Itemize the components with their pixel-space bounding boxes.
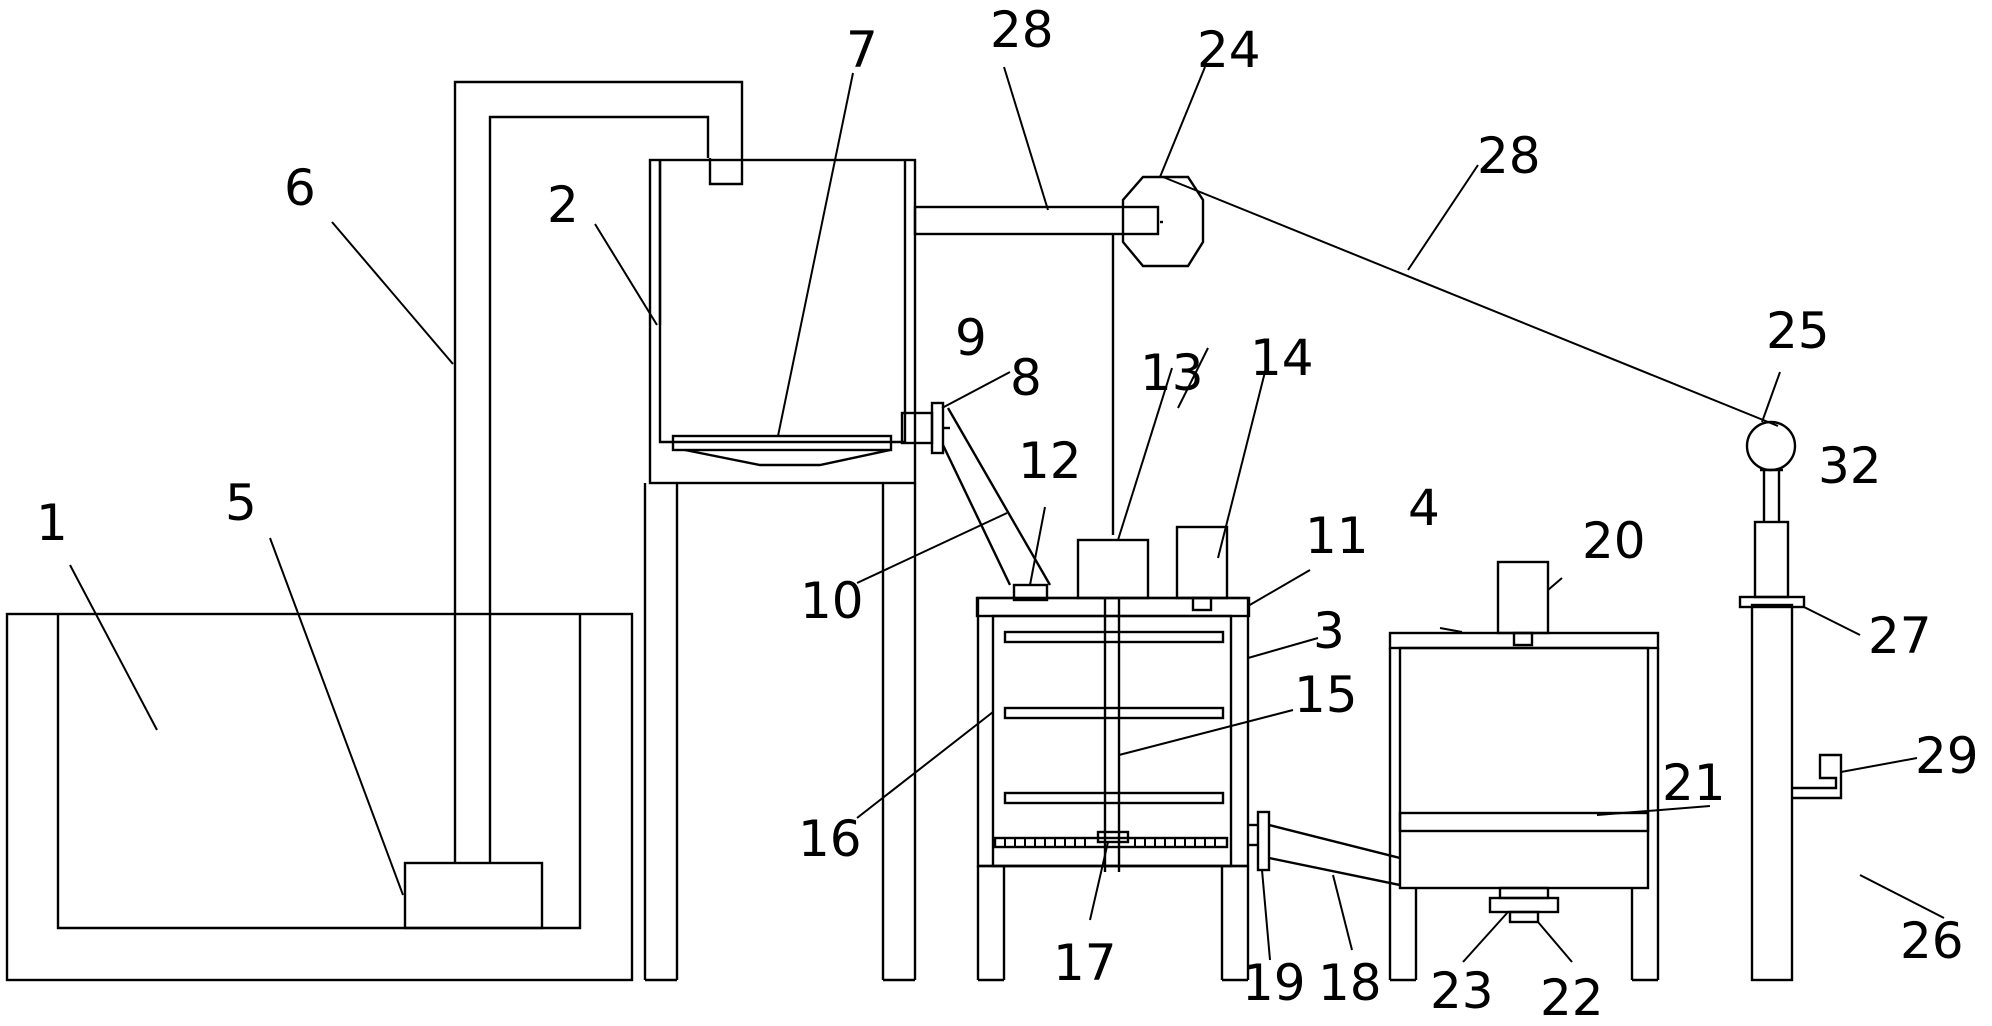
label-8: 8 [1010,349,1042,407]
label-16: 16 [798,810,862,868]
feed-pipe-10 [941,407,1052,586]
valve-19 [1248,810,1271,872]
leader-lines [69,66,1945,963]
port-11 [1191,596,1213,612]
label-14: 14 [1250,329,1314,387]
label-2: 2 [547,176,579,234]
label-19: 19 [1242,954,1306,1012]
outlet-22-23 [1488,886,1560,924]
bottom-scraper-17 [993,830,1229,849]
label-10: 10 [800,572,864,630]
label-22: 22 [1540,969,1604,1026]
label-26: 26 [1900,912,1964,970]
discharge-pipe-18 [1268,823,1401,887]
label-28b: 28 [1477,127,1541,185]
pump-5 [403,861,544,930]
label-24: 24 [1197,21,1261,79]
container-2 [643,158,917,982]
valve-8-9 [900,401,950,455]
stirring-shaft-15 [1103,598,1121,872]
label-21: 21 [1662,754,1726,812]
label-17: 17 [1053,934,1117,992]
label-29: 29 [1915,727,1979,785]
label-13: 13 [1140,344,1204,402]
label-12: 12 [1018,432,1082,490]
label-32: 32 [1818,437,1882,495]
rod-assembly [1753,468,1790,599]
label-28a: 28 [990,1,1054,59]
label-11: 11 [1305,507,1369,565]
label-6: 6 [284,159,316,217]
label-20: 20 [1582,512,1646,570]
pulley-25 [1745,420,1797,472]
post-26 [1750,603,1794,982]
label-27: 27 [1868,607,1932,665]
label-18: 18 [1318,954,1382,1012]
box-14 [1175,525,1229,600]
motor-20 [1496,560,1550,647]
label-15: 15 [1294,666,1358,724]
label-25: 25 [1766,302,1830,360]
motor-13 [1076,538,1150,600]
label-7: 7 [846,21,878,79]
label-3: 3 [1313,602,1345,660]
mixing-tank-3 [975,596,1251,982]
stirring-blades-16 [1003,630,1225,805]
support-arm [913,205,1160,535]
pipe-6 [453,80,744,863]
label-1: 1 [36,494,68,552]
filter-plate-7 [671,434,893,467]
label-23: 23 [1430,962,1494,1020]
hook-29 [1792,753,1843,800]
part-labels: 1 5 6 2 7 28 24 28 9 8 13 14 12 11 10 4 … [36,1,1979,1026]
pulley-24 [1121,175,1205,268]
label-9: 9 [955,309,987,367]
cable-28 [1162,176,1779,427]
tank-1 [5,612,634,982]
settling-tank-4 [1388,631,1660,982]
label-5: 5 [225,474,257,532]
label-4: 4 [1408,479,1440,537]
